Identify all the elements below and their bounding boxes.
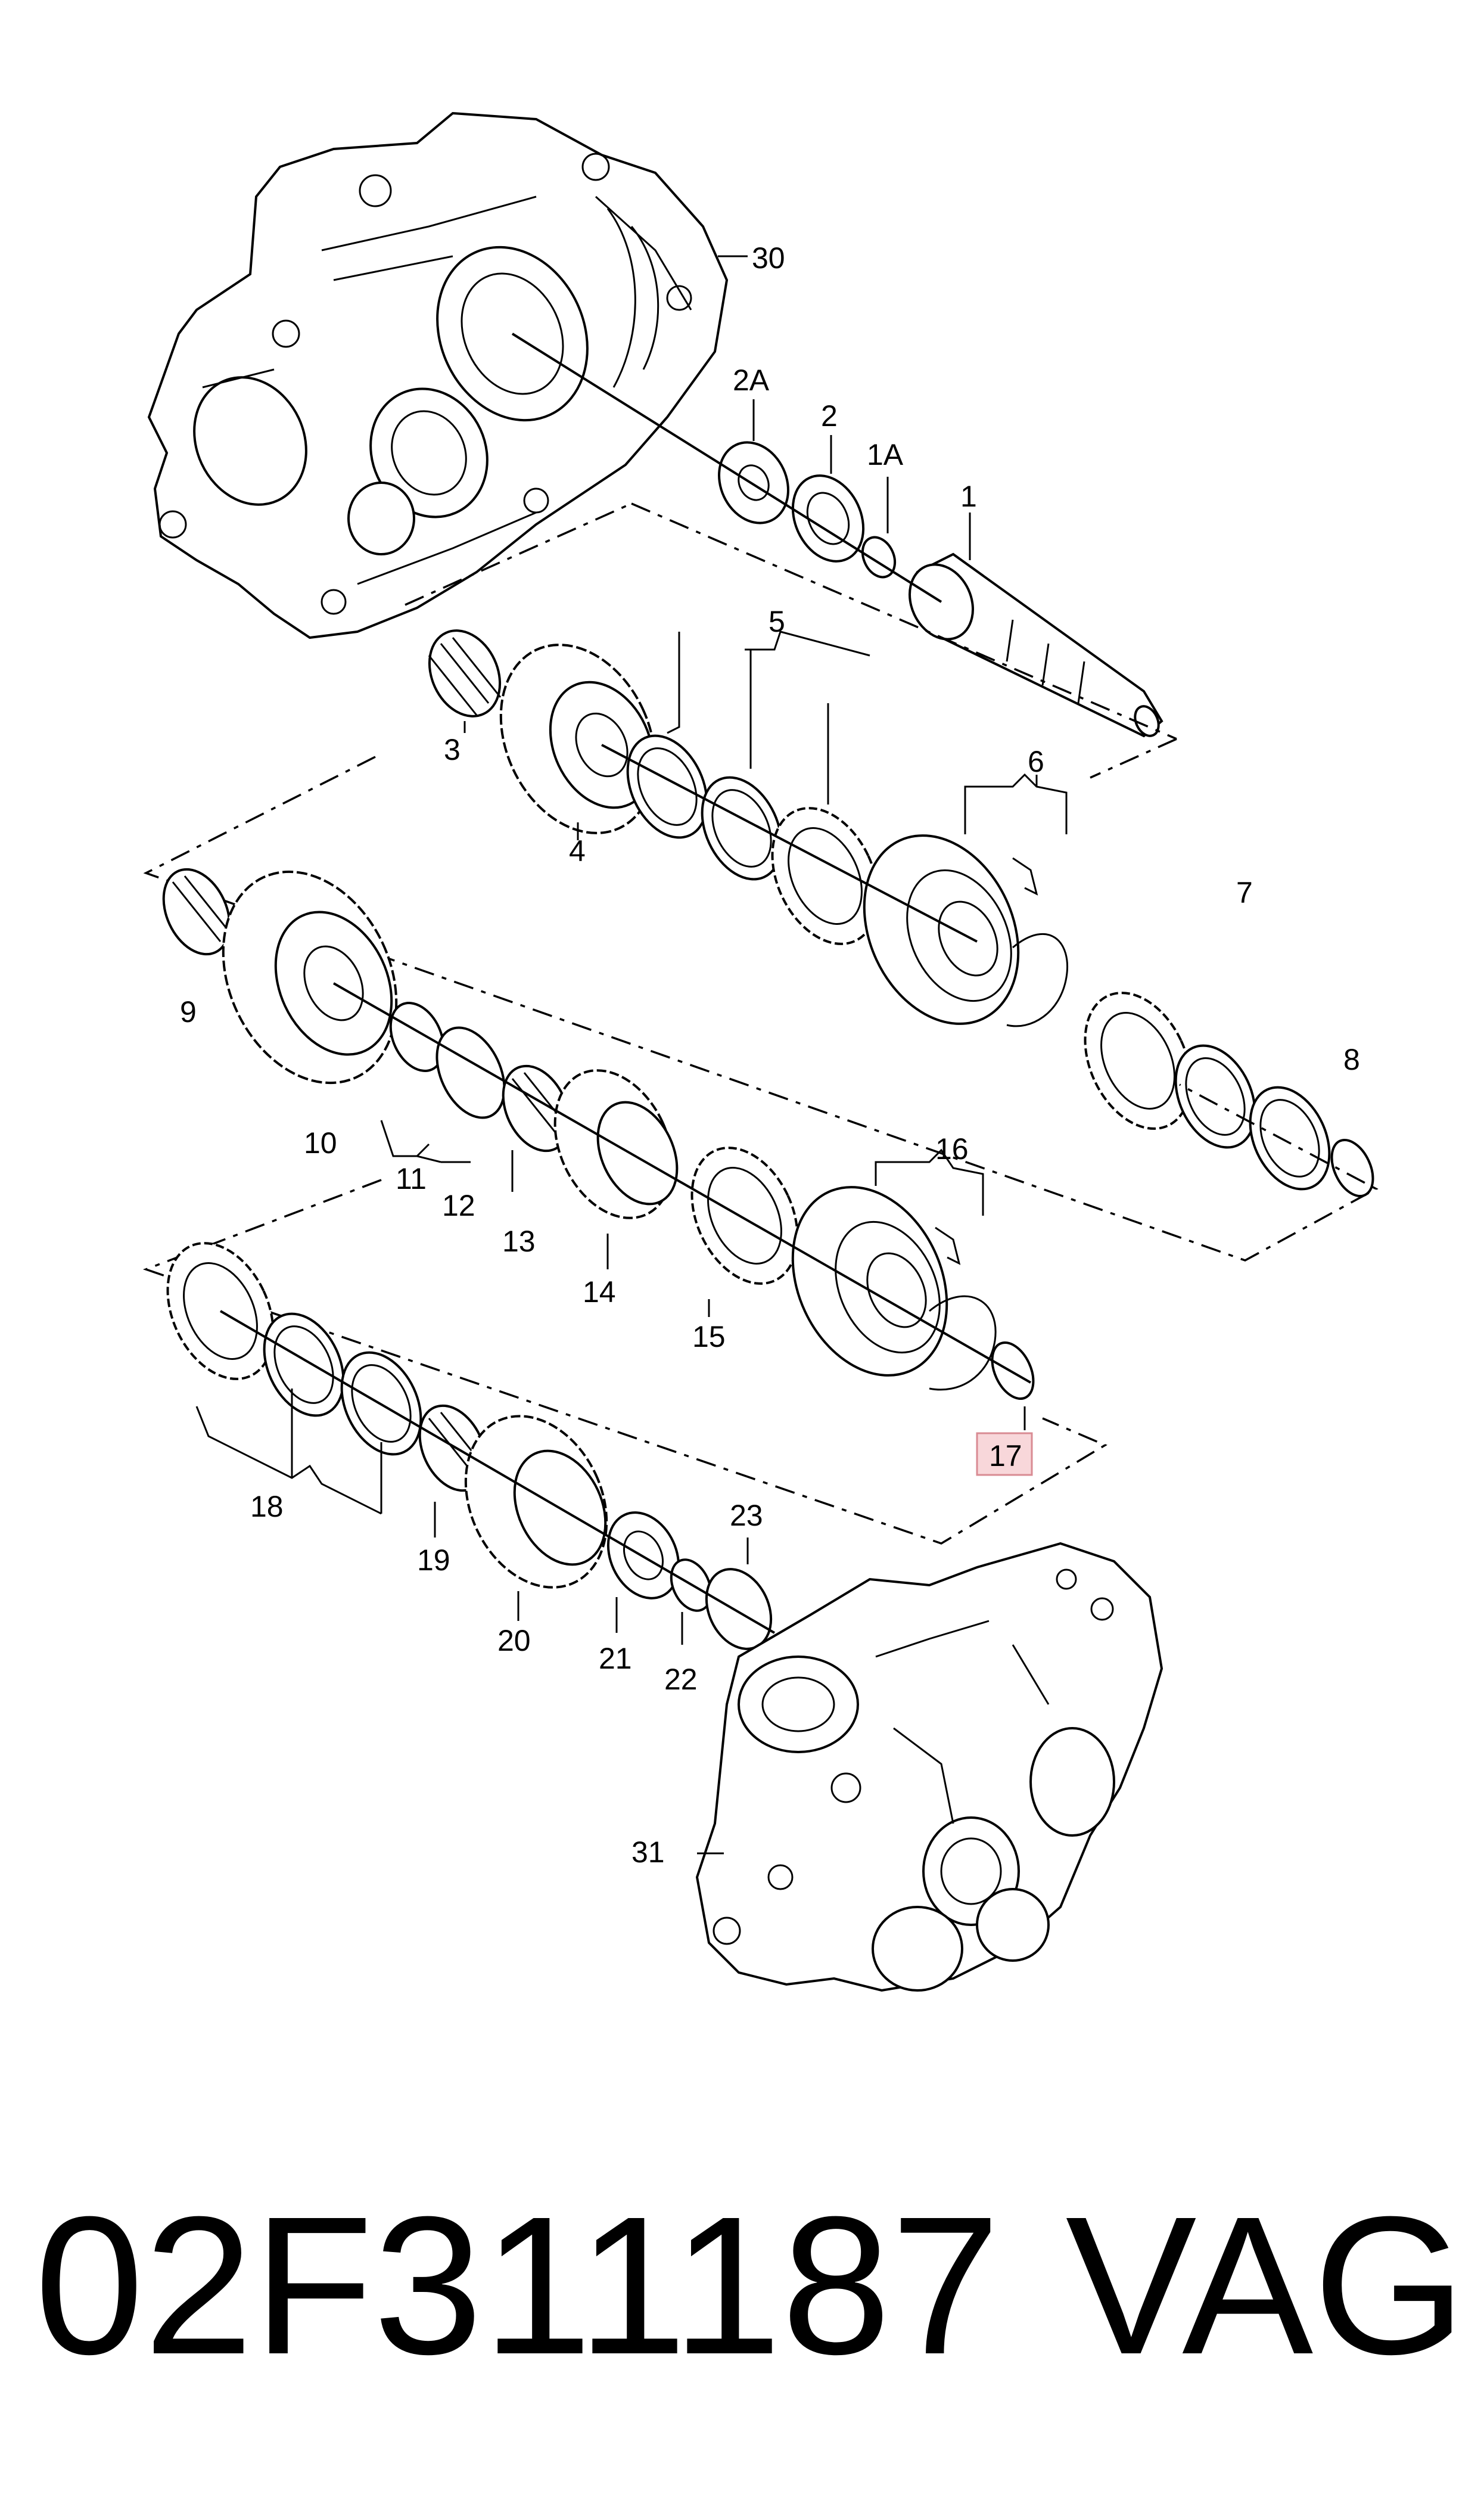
callout-5: 5	[769, 605, 785, 638]
brand-name: VAG	[1065, 2175, 1466, 2395]
callout-6: 6	[1028, 745, 1044, 778]
callout-19: 19	[417, 1543, 450, 1577]
callout-31: 31	[631, 1835, 665, 1869]
callout-2a: 2A	[733, 364, 770, 397]
callout-11: 11	[396, 1162, 427, 1195]
callout-2: 2	[821, 399, 838, 433]
callout-14: 14	[583, 1275, 616, 1309]
callout-8: 8	[1343, 1043, 1360, 1076]
callout-30: 30	[752, 241, 785, 275]
upper-shaft-parts	[718, 441, 1163, 738]
part-number: 02F311187	[35, 2175, 1000, 2395]
callout-15: 15	[692, 1320, 726, 1353]
gearbox-housing-upper	[147, 111, 729, 639]
callout-9: 9	[180, 995, 197, 1029]
row4-parts	[166, 1242, 773, 1650]
callout-16: 16	[935, 1132, 969, 1166]
callout-20: 20	[497, 1624, 531, 1657]
callout-labels: 30 2A 2 1A 1 5 3 4 6 7 8 9 10 11 12 13 1…	[180, 241, 1360, 1869]
callout-1: 1	[960, 480, 977, 513]
callout-12: 12	[442, 1189, 475, 1222]
callout-3: 3	[444, 733, 461, 766]
callout-1a: 1A	[867, 438, 904, 471]
callout-13: 13	[502, 1225, 536, 1258]
callout-10: 10	[304, 1126, 337, 1160]
callout-18: 18	[250, 1490, 284, 1523]
callout-17[interactable]: 17	[989, 1439, 1022, 1473]
callout-22: 22	[664, 1663, 698, 1696]
gearbox-housing-lower	[695, 1542, 1163, 1992]
callout-21: 21	[599, 1642, 632, 1675]
callout-4: 4	[569, 834, 586, 868]
callout-17-highlight	[976, 1432, 1033, 1476]
callout-7: 7	[1236, 876, 1253, 909]
row3-parts	[162, 868, 1035, 1400]
callout-23: 23	[730, 1499, 763, 1532]
